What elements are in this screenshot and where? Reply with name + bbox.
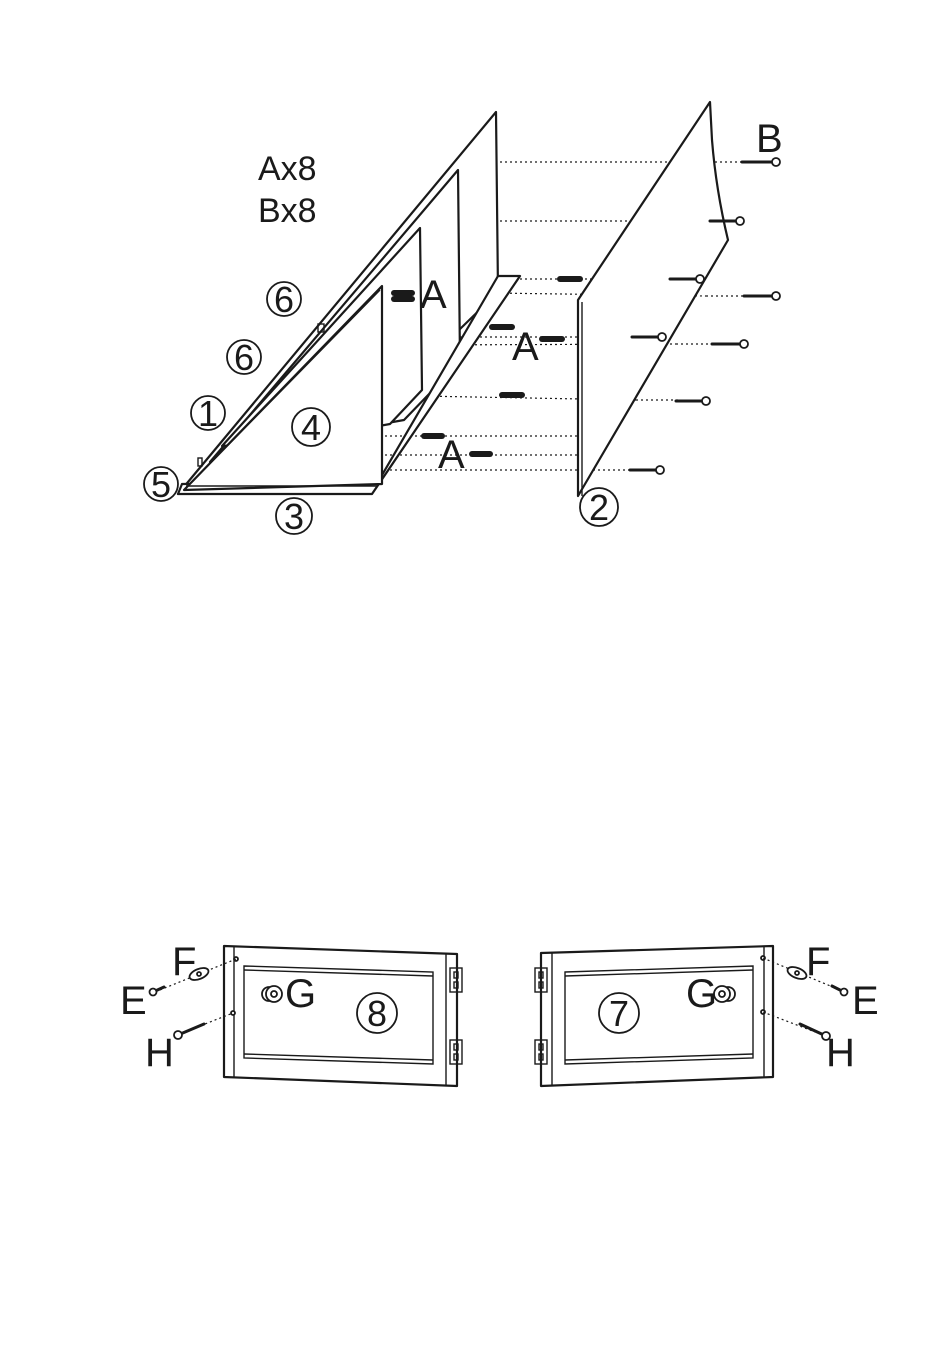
svg-text:6: 6 (274, 279, 294, 320)
label-e-right: E (852, 979, 879, 1023)
label-f-right: F (806, 940, 830, 984)
part-number-6-lower: 6 (227, 337, 261, 378)
back-panel (578, 102, 728, 496)
part-number-1: 1 (191, 393, 225, 434)
part-number-7: 7 (599, 993, 639, 1034)
label-h-left: H (145, 1031, 174, 1075)
part-number-8: 8 (357, 993, 397, 1034)
svg-text:4: 4 (301, 407, 321, 448)
label-g-right: G (686, 972, 717, 1016)
catch-icon (786, 965, 808, 982)
label-g-left: G (285, 972, 316, 1016)
label-f-left: F (172, 940, 196, 984)
knob-icon (262, 986, 282, 1002)
part-number-5: 5 (144, 464, 178, 505)
door-right-assembly: F G E H 7 (535, 940, 879, 1086)
label-a-2: A (512, 325, 539, 369)
svg-text:1: 1 (198, 393, 218, 434)
svg-text:6: 6 (234, 337, 254, 378)
svg-text:2: 2 (589, 487, 609, 528)
svg-text:8: 8 (367, 993, 387, 1034)
part-number-2: 2 (580, 487, 618, 528)
svg-text:5: 5 (151, 464, 171, 505)
label-e-left: E (120, 979, 147, 1023)
label-a-3: A (438, 433, 465, 477)
door-left-assembly: F E G H 8 (120, 940, 462, 1086)
label-b: B (756, 117, 783, 161)
label-h-right: H (826, 1031, 855, 1075)
knob-icon (714, 986, 735, 1002)
svg-text:7: 7 (609, 993, 629, 1034)
part-number-6-upper: 6 (267, 279, 301, 320)
quantity-b: Bx8 (258, 192, 317, 230)
label-a-1: A (420, 273, 447, 317)
quantity-a: Ax8 (258, 150, 317, 188)
carcass-assembly: Ax8 Bx8 A A A B 6 6 1 4 5 3 (144, 102, 783, 537)
svg-text:3: 3 (284, 496, 304, 537)
part-number-3: 3 (276, 496, 312, 537)
